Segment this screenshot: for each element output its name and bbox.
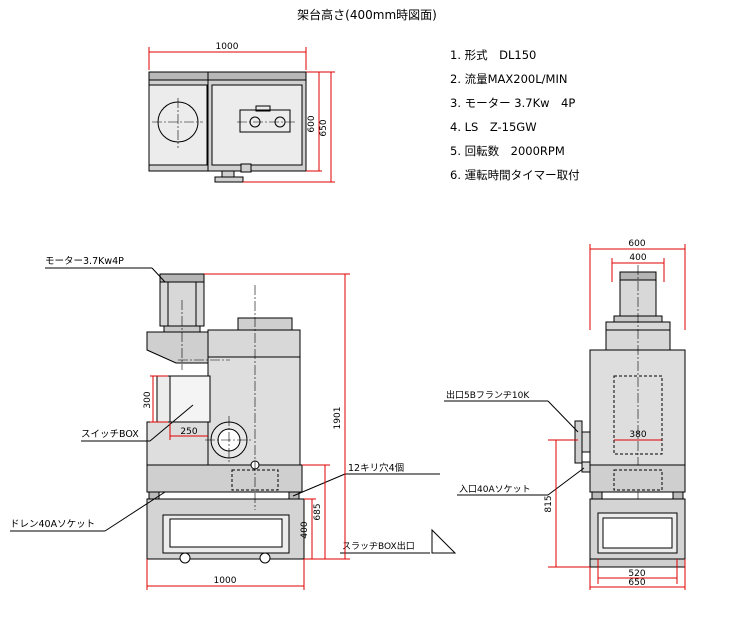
spec-item-4: 4. LS Z-15GW [450,120,537,134]
label-drain: ドレン40Aソケット [10,519,95,530]
side-dim-520: 520 [628,569,645,579]
spec-list: 1. 形式 DL150 2. 流量MAX200L/MIN 3. モーター 3.7… [450,48,580,182]
side-view: 600 400 380 出口5Bフランヂ10K [444,239,686,590]
label-motor: モーター3.7Kw4P [45,256,124,267]
side-dim-650: 650 [628,578,645,588]
label-holes: 12キリ穴4個 [348,462,404,474]
dim-1901: 1901 [333,407,343,430]
dim-685: 685 [313,503,323,520]
top-view: 1000 600 650 [148,42,335,183]
top-dim-depth: 600 [307,115,317,132]
side-dim-400: 400 [629,253,646,263]
side-dim-380: 380 [629,430,646,440]
spec-item-6: 6. 運転時間タイマー取付 [450,168,580,182]
dim-400: 400 [300,521,310,538]
spec-item-2: 2. 流量MAX200L/MIN [450,72,567,86]
label-outlet: 出口5Bフランヂ10K [446,389,530,401]
side-dim-600: 600 [628,239,645,249]
top-dim-depth-total: 650 [319,119,329,136]
dim-300: 300 [143,391,153,408]
spec-item-3: 3. モーター 3.7Kw 4P [450,96,575,110]
label-inlet: 入口40Aソケット [459,484,531,495]
side-dim-815: 815 [544,495,554,512]
spec-item-1: 1. 形式 DL150 [450,48,536,62]
top-dim-width: 1000 [216,42,239,52]
drawing-title: 架台高さ(400mm時図面) [297,7,437,22]
label-sludge: スラッヂBOX出口 [342,540,415,552]
front-view: モーター3.7Kw4P スイッチBOX ドレン40Aソケット 12キリ穴4個 ス… [10,256,457,590]
dim-1000: 1000 [214,576,237,586]
spec-item-5: 5. 回転数 2000RPM [450,144,565,158]
dim-250: 250 [180,427,197,437]
label-switch-box: スイッチBOX [81,429,139,440]
